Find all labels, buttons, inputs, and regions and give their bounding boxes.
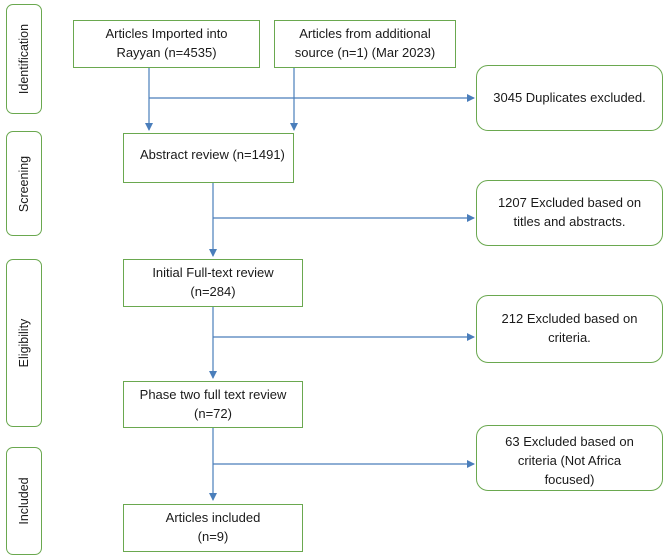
additional-source-box: Articles from additional source (n=1) (M… [274, 20, 456, 68]
included-text: Articles included (n=9) [165, 510, 261, 544]
not-africa-excluded-box: 63 Excluded based on criteria (Not Afric… [476, 425, 663, 491]
included-box: Articles included (n=9) [123, 504, 303, 552]
titles-excluded-text: 1207 Excluded based on titles and abstra… [497, 195, 642, 229]
criteria-excluded-box: 212 Excluded based on criteria. [476, 295, 663, 363]
imported-articles-box: Articles Imported into Rayyan (n=4535) [73, 20, 260, 68]
stage-included: Included [6, 447, 42, 555]
stage-identification: Identification [6, 4, 42, 114]
duplicates-excluded-text: 3045 Duplicates excluded. [493, 89, 646, 105]
phase-two-text: Phase two full text review (n=72) [139, 386, 287, 421]
not-africa-excluded-text: 63 Excluded based on criteria (Not Afric… [505, 434, 634, 487]
imported-articles-text: Articles Imported into Rayyan (n=4535) [105, 26, 228, 60]
initial-fulltext-text: Initial Full-text review (n=284) [152, 265, 274, 299]
stage-eligibility: Eligibility [6, 259, 42, 427]
phase-two-box: Phase two full text review (n=72) [123, 381, 303, 428]
criteria-excluded-text: 212 Excluded based on criteria. [501, 311, 638, 345]
stage-screening: Screening [6, 131, 42, 236]
abstract-review-text: Abstract review (n=1491) [140, 147, 285, 162]
duplicates-excluded-box: 3045 Duplicates excluded. [476, 65, 663, 131]
titles-excluded-box: 1207 Excluded based on titles and abstra… [476, 180, 663, 246]
additional-source-text: Articles from additional source (n=1) (M… [294, 26, 436, 60]
abstract-review-box: Abstract review (n=1491) [123, 133, 294, 183]
initial-fulltext-box: Initial Full-text review (n=284) [123, 259, 303, 307]
